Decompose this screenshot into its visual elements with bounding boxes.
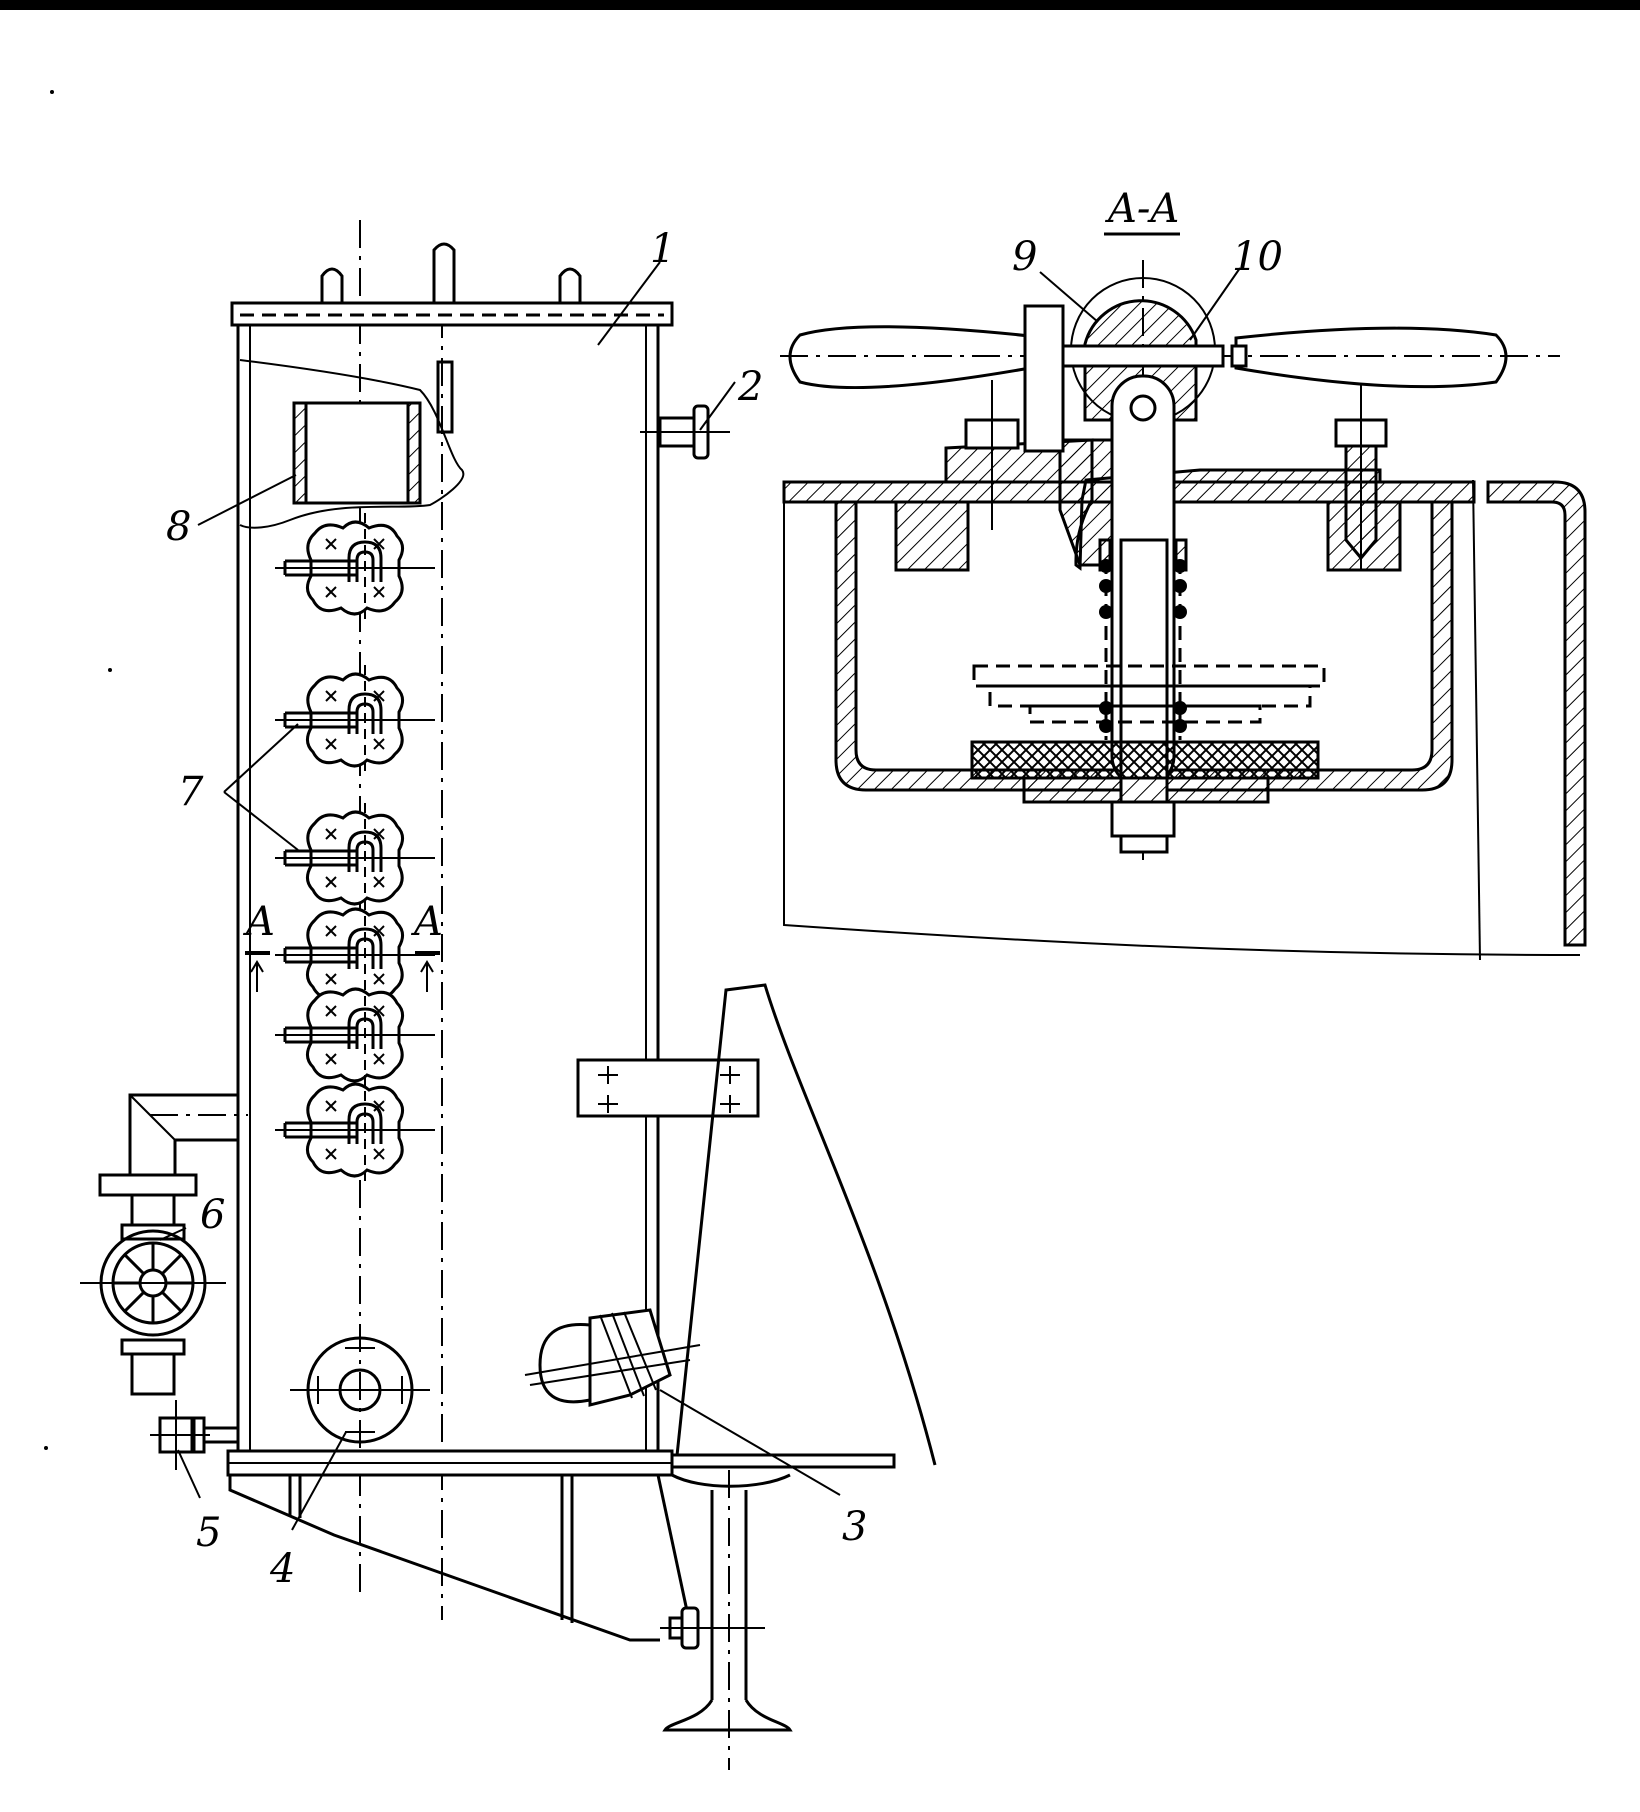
spring-coil: [1099, 579, 1113, 593]
disc-nut: [1110, 800, 1176, 838]
label-8: 8: [166, 504, 191, 550]
label-2: 2: [737, 364, 763, 410]
lid-stud: [320, 267, 344, 303]
inner-cylinder: [292, 401, 422, 505]
valve-disc-seal: [970, 740, 1320, 780]
handle-left: [788, 325, 1032, 390]
spring-coil: [1173, 719, 1187, 733]
lever-arm: [1023, 304, 1065, 453]
wall-outline: [783, 502, 1581, 956]
spring-coil: [1173, 605, 1187, 619]
spring-coil: [1173, 701, 1187, 715]
handle-right: [1234, 326, 1508, 389]
spring-coil: [1099, 559, 1113, 573]
wall-profile: [674, 983, 937, 1466]
valve-assembly: [275, 980, 435, 1090]
section-view-a-a: A-A: [780, 186, 1587, 961]
valve-disc-plate: [1022, 776, 1270, 804]
lamp-3: [538, 1323, 592, 1404]
top-border-bar: [0, 0, 1640, 10]
valve-assembly: [275, 803, 435, 913]
valve-group: [275, 513, 435, 1185]
label-6: 6: [200, 1192, 225, 1238]
support-strut: [228, 1475, 660, 1642]
section-arrow-left: [250, 960, 264, 992]
pipe-flange: [98, 1173, 198, 1197]
valve-assembly: [275, 900, 435, 1010]
valve-assembly: [275, 513, 435, 623]
lid-stud: [432, 242, 456, 303]
label-3: 3: [842, 1504, 867, 1550]
section-title: A-A: [1104, 186, 1179, 232]
spring-coil: [1173, 559, 1187, 573]
side-wall: [1486, 480, 1587, 947]
label-7: 7: [178, 769, 204, 815]
break-line: [239, 359, 465, 529]
leader-lines: [159, 261, 841, 1531]
cut-label-right: A: [410, 899, 443, 945]
spring-coil: [1099, 701, 1113, 715]
valve-assembly: [275, 665, 435, 775]
stem-pin: [1129, 394, 1157, 422]
section-arrow-right: [420, 960, 434, 992]
spring-coil: [1173, 579, 1187, 593]
guide-block-left: [894, 500, 970, 572]
rail-foot: [662, 1699, 793, 1732]
spring-coil: [1099, 605, 1113, 619]
drain-pipe: [128, 1093, 238, 1175]
label-1: 1: [650, 226, 675, 272]
rail-web: [710, 1490, 748, 1700]
lid-stud: [558, 267, 582, 303]
label-9: 9: [1012, 234, 1037, 280]
basin: [834, 500, 1454, 792]
valve-assembly: [275, 1075, 435, 1185]
label-10: 10: [1232, 234, 1283, 280]
level-gauge-slot: [436, 360, 454, 434]
label-4: 4: [269, 1546, 295, 1592]
label-5: 5: [196, 1510, 221, 1556]
spring: [1099, 559, 1187, 740]
cut-label-left: A: [242, 899, 275, 945]
tank-front-view: 1 2 3 4 5 6 7 8 A A: [80, 220, 937, 1770]
